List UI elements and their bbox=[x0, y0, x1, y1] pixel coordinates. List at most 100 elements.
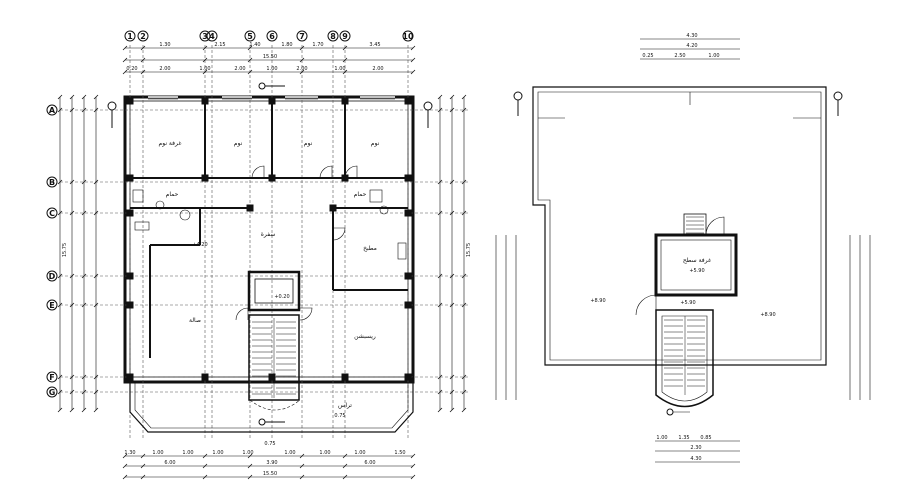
dim-tick bbox=[449, 389, 455, 395]
dim-tick bbox=[93, 107, 99, 113]
dim-tick bbox=[81, 210, 87, 216]
elevator-shaft bbox=[254, 278, 294, 304]
dim-tick bbox=[461, 107, 467, 113]
axis-label-4: 4 bbox=[209, 32, 215, 41]
dim-tick bbox=[437, 389, 443, 395]
column bbox=[126, 373, 134, 381]
axis-bubble-8 bbox=[327, 30, 339, 42]
dim-tick bbox=[202, 69, 208, 75]
room-bedroom-3: نوم bbox=[304, 140, 313, 147]
roof-outline bbox=[532, 86, 827, 366]
dim-tick bbox=[69, 107, 75, 113]
dim-tick bbox=[202, 453, 208, 459]
dim-tick bbox=[449, 273, 455, 279]
bottom-dim-6: 1.00 bbox=[284, 450, 295, 456]
column bbox=[246, 204, 254, 212]
column bbox=[201, 373, 209, 381]
column bbox=[404, 97, 412, 105]
dim-tick bbox=[299, 69, 305, 75]
axis-label-6: 6 bbox=[269, 32, 275, 41]
axis-label-D: D bbox=[49, 272, 56, 281]
roof-dimension-lines bbox=[495, 38, 871, 463]
top-dim-r2-1: 0.20 bbox=[126, 66, 137, 72]
dim-tick bbox=[69, 210, 75, 216]
dim-tick bbox=[247, 45, 253, 51]
bottom-dim-3: 1.00 bbox=[182, 450, 193, 456]
dim-tick bbox=[57, 210, 63, 216]
dim-tick bbox=[57, 273, 63, 279]
bottom-dim-5: 1.00 bbox=[242, 450, 253, 456]
bottom-dim-7: 1.00 bbox=[319, 450, 330, 456]
top-dim-1: 1.30 bbox=[159, 42, 170, 48]
dim-tick bbox=[57, 389, 63, 395]
dim-tick bbox=[69, 389, 75, 395]
dim-tick bbox=[140, 45, 146, 51]
roof-plan bbox=[495, 38, 871, 463]
roof-door-swing-2 bbox=[635, 294, 657, 316]
dim-tick bbox=[93, 389, 99, 395]
axis-bubble-D bbox=[46, 270, 58, 282]
dim-tick bbox=[81, 107, 87, 113]
roof-level-right: +8.90 bbox=[760, 312, 775, 318]
axis-label-9: 9 bbox=[342, 32, 348, 41]
dim-tick bbox=[461, 389, 467, 395]
room-bath-2: حمام bbox=[354, 191, 367, 198]
dim-tick bbox=[57, 302, 63, 308]
dim-tick bbox=[57, 407, 63, 413]
column bbox=[126, 209, 134, 217]
room-hall: صالة bbox=[189, 317, 201, 324]
dim-tick bbox=[93, 94, 99, 100]
dim-tick bbox=[57, 374, 63, 380]
dim-tick bbox=[122, 474, 128, 480]
column bbox=[404, 174, 412, 182]
dim-tick bbox=[202, 57, 208, 63]
level-label-1: +4.20 bbox=[192, 242, 207, 248]
dim-tick bbox=[437, 179, 443, 185]
axis-bubble-1 bbox=[124, 30, 136, 42]
roof-top-dim-4: 1.00 bbox=[708, 53, 719, 59]
bottom-dim-1: 1.30 bbox=[124, 450, 135, 456]
dim-tick bbox=[461, 273, 467, 279]
terrace-outline bbox=[129, 377, 414, 433]
section-markers bbox=[107, 82, 433, 426]
stair-treads-upper bbox=[686, 216, 704, 234]
roof-level-stair: +5.90 bbox=[680, 300, 695, 306]
dim-tick bbox=[342, 69, 348, 75]
dim-tick bbox=[342, 463, 348, 469]
dim-tick bbox=[81, 407, 87, 413]
dim-tick bbox=[299, 474, 305, 480]
roof-bottom-dim-4: 2.30 bbox=[690, 445, 701, 451]
dim-tick bbox=[93, 179, 99, 185]
dim-tick bbox=[342, 45, 348, 51]
dim-tick bbox=[247, 453, 253, 459]
dim-tick bbox=[122, 453, 128, 459]
dim-tick bbox=[81, 389, 87, 395]
dimension-ticks bbox=[57, 45, 467, 480]
top-dim-4: 1.80 bbox=[281, 42, 292, 48]
dim-tick bbox=[69, 179, 75, 185]
dim-tick bbox=[202, 474, 208, 480]
axis-label-1: 1 bbox=[127, 32, 133, 41]
dim-tick bbox=[342, 57, 348, 63]
dim-tick bbox=[410, 69, 416, 75]
column bbox=[404, 209, 412, 217]
roof-door-swing bbox=[705, 216, 725, 236]
dim-tick bbox=[202, 45, 208, 51]
entry-arc bbox=[249, 399, 301, 411]
top-dim-r2-2: 2.00 bbox=[159, 66, 170, 72]
column bbox=[341, 97, 349, 105]
top-dim-r2-5: 1.00 bbox=[266, 66, 277, 72]
axis-label-5: 5 bbox=[247, 32, 253, 41]
column bbox=[268, 174, 276, 182]
dim-tick bbox=[81, 302, 87, 308]
dim-tick bbox=[122, 69, 128, 75]
bottom-dim-2: 1.00 bbox=[152, 450, 163, 456]
dim-tick bbox=[461, 374, 467, 380]
dim-tick bbox=[69, 273, 75, 279]
level-label-3: 0.75 bbox=[334, 413, 345, 419]
dim-tick bbox=[449, 179, 455, 185]
column bbox=[404, 301, 412, 309]
room-living: ريسبشن bbox=[354, 333, 376, 340]
dim-tick bbox=[449, 374, 455, 380]
